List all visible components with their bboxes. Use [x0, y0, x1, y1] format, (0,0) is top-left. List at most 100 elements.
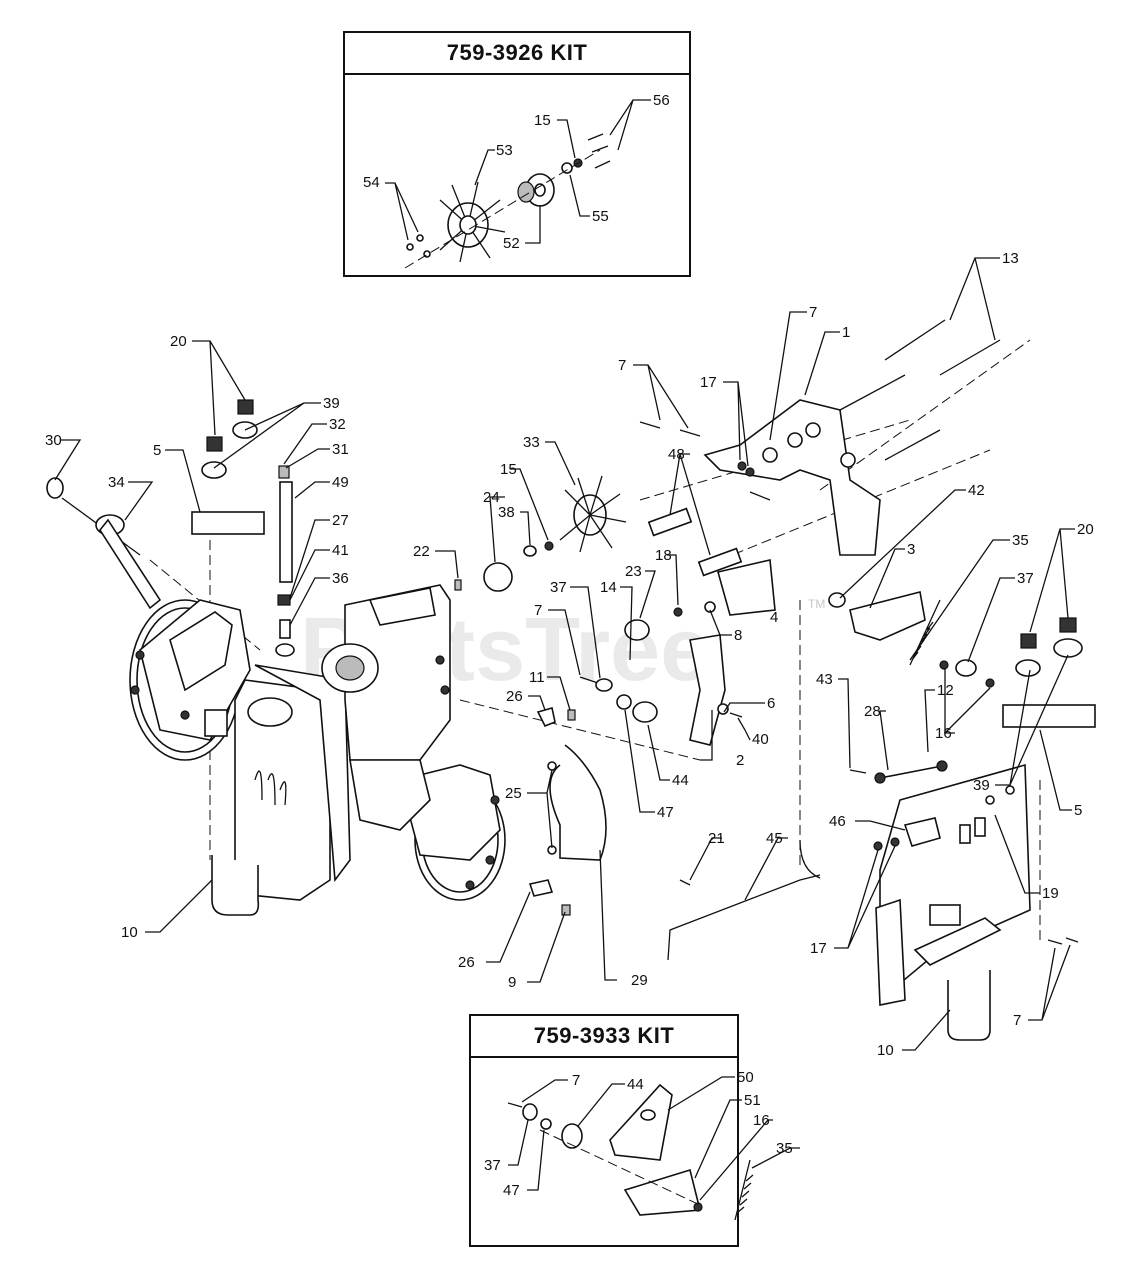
fan-part-33 — [559, 475, 627, 553]
hydro-pump-block — [321, 584, 451, 761]
callout-10-left: 10 — [121, 924, 138, 941]
callout-22: 22 — [413, 543, 430, 560]
dipstick-30 — [46, 477, 141, 556]
callout-44: 44 — [672, 772, 689, 789]
callout-19: 19 — [1042, 885, 1059, 902]
washer-39-right-b — [1053, 638, 1083, 658]
callout-24: 24 — [483, 489, 500, 506]
bolts-7-top — [639, 421, 771, 501]
callout-26-top: 26 — [506, 688, 523, 705]
callout-37-center: 37 — [550, 579, 567, 596]
washer-38 — [523, 545, 537, 557]
callout-7-left: 7 — [618, 357, 626, 374]
clip-26-top — [536, 706, 556, 728]
callout-1: 1 — [842, 324, 850, 341]
hub-24 — [483, 562, 513, 592]
nut-17-c — [873, 841, 883, 851]
tube-49 — [279, 481, 293, 583]
nut-15 — [544, 541, 554, 551]
callout-41: 41 — [332, 542, 349, 559]
kit-callout-7: 7 — [572, 1072, 580, 1089]
callout-33: 33 — [523, 434, 540, 451]
callout-8: 8 — [734, 627, 742, 644]
spacer-48-a — [647, 507, 693, 537]
callout-25: 25 — [505, 785, 522, 802]
spacer-48-b — [697, 547, 743, 577]
pin-9 — [561, 904, 571, 916]
nut-17-a — [737, 461, 747, 471]
clip-21 — [679, 879, 691, 886]
kit-callout-16: 16 — [753, 1112, 770, 1129]
callout-17-bottom: 17 — [810, 940, 827, 957]
callout-10-right: 10 — [877, 1042, 894, 1059]
kit-spacer-44 — [561, 1123, 583, 1149]
side-plate — [875, 898, 906, 1006]
fitting-25-a — [547, 761, 557, 771]
callout-23: 23 — [625, 563, 642, 580]
bolt-7-right-a — [1047, 939, 1063, 945]
bracket-1 — [703, 399, 881, 556]
callout-52: 52 — [503, 235, 520, 252]
callout-5-right: 5 — [1074, 802, 1082, 819]
callout-43: 43 — [816, 671, 833, 688]
washer-8 — [704, 601, 716, 613]
arm-2 — [689, 634, 726, 746]
nut-20-right-a — [1020, 633, 1037, 649]
callout-39-left: 39 — [323, 395, 340, 412]
callout-32: 32 — [329, 416, 346, 433]
nuts-part-54 — [406, 234, 431, 258]
kit-box-759-3926: 759-3926 KIT — [343, 31, 691, 277]
hub-part-52 — [517, 173, 555, 207]
washer-37-right — [955, 659, 977, 677]
callout-48: 48 — [668, 446, 685, 463]
callout-13: 13 — [1002, 250, 1019, 267]
fill-tube-34 — [95, 514, 162, 610]
callout-17-top: 17 — [700, 374, 717, 391]
kit-title-759-3926: 759-3926 KIT — [345, 33, 689, 75]
callout-14: 14 — [600, 579, 617, 596]
bolts-part-56 — [587, 133, 611, 169]
callout-11: 11 — [529, 669, 545, 686]
spacer-44 — [632, 701, 658, 723]
washer-37-center — [595, 678, 613, 692]
callout-53: 53 — [496, 142, 513, 159]
fan-part-53 — [439, 181, 506, 263]
main-assembly — [46, 319, 1096, 1041]
nut-20-right-b — [1059, 617, 1077, 633]
callout-12: 12 — [937, 682, 954, 699]
callout-29: 29 — [631, 972, 648, 989]
callout-21: 21 — [708, 830, 725, 847]
callout-27: 27 — [332, 512, 349, 529]
bushing-47 — [616, 694, 632, 710]
callout-55: 55 — [592, 208, 609, 225]
key-22 — [454, 579, 462, 591]
kit-callout-35: 35 — [776, 1140, 793, 1157]
callout-7-right: 7 — [1013, 1012, 1021, 1029]
oil-reservoir — [204, 679, 331, 901]
callout-6: 6 — [767, 695, 775, 712]
nut-16-b — [985, 678, 995, 688]
clip-46 — [903, 817, 941, 847]
callout-35: 35 — [1012, 532, 1029, 549]
kit-759-3933-parts — [507, 1083, 754, 1221]
nut-20-left-b — [237, 399, 254, 415]
cover-4 — [717, 559, 776, 616]
kit-washer-37 — [522, 1103, 538, 1121]
callout-45: 45 — [766, 830, 783, 847]
washer-part-55 — [561, 162, 573, 174]
fitting-41 — [277, 594, 291, 606]
nut-17-d — [890, 837, 900, 847]
fitting-32 — [278, 465, 290, 479]
callout-18: 18 — [655, 547, 672, 564]
bolt-6 — [729, 712, 743, 718]
rod-28 — [879, 765, 943, 779]
washer-27 — [275, 643, 295, 657]
callout-7-top: 7 — [809, 304, 817, 321]
kit-spring-35 — [734, 1159, 754, 1221]
callout-39-right: 39 — [973, 777, 990, 794]
callout-42: 42 — [968, 482, 985, 499]
kit-callout-44: 44 — [627, 1076, 644, 1093]
callout-46: 46 — [829, 813, 846, 830]
kit-bushing-47 — [540, 1118, 552, 1130]
